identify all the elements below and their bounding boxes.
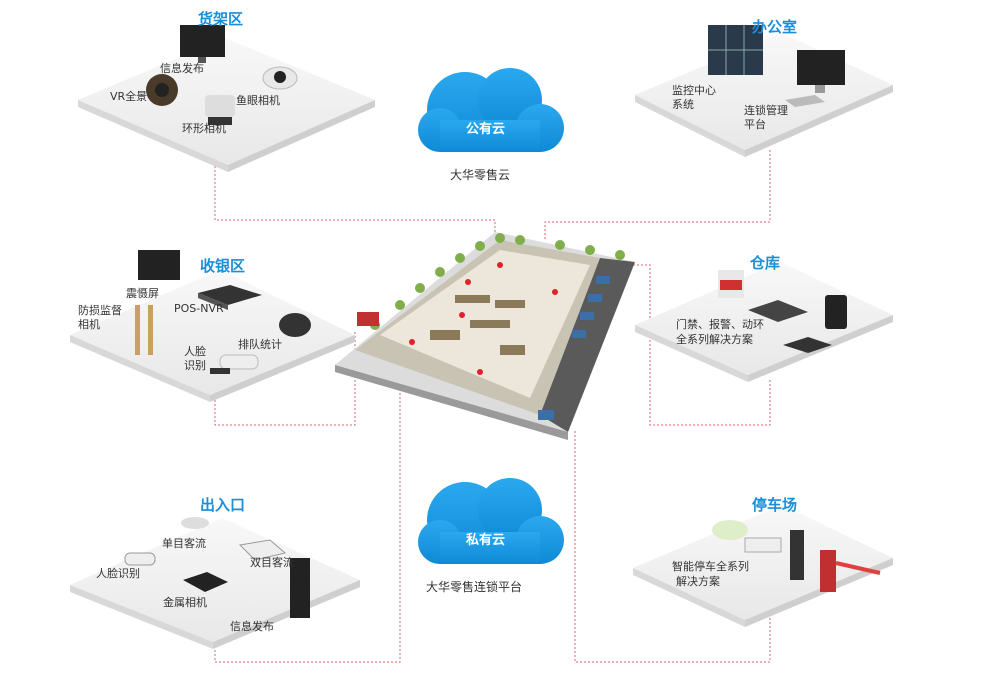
label-info-release: 信息发布 (160, 62, 204, 75)
label-loss-prevention: 防损监督 (78, 304, 122, 317)
monitor-icon (180, 25, 225, 63)
barrier-gate-icon (820, 550, 881, 592)
store-model (335, 232, 635, 440)
zone-title-warehouse: 仓库 (750, 254, 781, 272)
counter-camera-icon (181, 517, 209, 529)
keyboard-icon (785, 95, 825, 107)
label-info-publish: 信息发布 (230, 620, 274, 633)
label-system: 系统 (672, 98, 694, 111)
label-camera: 相机 (78, 318, 100, 331)
zone-title-shelf: 货架区 (198, 10, 244, 28)
fisheye-camera-icon (262, 66, 298, 90)
info-kiosk-icon (290, 558, 310, 618)
dvr-icon (783, 337, 832, 353)
zone-title-checkout: 收银区 (200, 257, 246, 275)
label-parking-solution: 解决方案 (676, 575, 720, 588)
cloud-private-shape (418, 478, 564, 564)
cloud-public-title: 公有云 (466, 122, 506, 137)
parking-terminal-icon (790, 530, 804, 580)
cloud-private-subtitle: 大华零售连锁平台 (426, 580, 523, 594)
platform-parking (633, 505, 893, 627)
zone-title-office: 办公室 (752, 18, 798, 36)
ring-camera-icon (205, 95, 235, 125)
label-platform: 平台 (744, 118, 766, 131)
label-metal-camera: 金属相机 (163, 596, 207, 609)
dome-camera-icon (279, 313, 311, 337)
label-recognition: 识别 (184, 359, 206, 372)
zone-title-parking: 停车场 (752, 496, 798, 514)
zone-title-entrance: 出入口 (200, 496, 246, 514)
label-single-counter: 单目客流 (162, 537, 206, 550)
controller-icon (748, 300, 808, 322)
lpr-camera-icon (712, 520, 782, 553)
platform-checkout (70, 270, 355, 402)
nvr-icon (198, 285, 262, 310)
label-face: 人脸 (184, 345, 206, 358)
face-camera-icon (210, 354, 259, 374)
loss-camera-icon (135, 305, 153, 355)
platform-warehouse (635, 262, 893, 382)
label-queue-count: 排队统计 (238, 338, 282, 351)
access-panel-icon (825, 295, 847, 329)
label-pos-nvr: POS-NVR (174, 302, 224, 315)
label-dual-counter: 双目客流 (250, 556, 294, 569)
label-deterrent-screen: 震慑屏 (126, 287, 159, 300)
cloud-private-title: 私有云 (466, 533, 506, 548)
cloud-public-shape (418, 68, 564, 152)
cloud-public-subtitle: 大华零售云 (450, 168, 511, 182)
vr-camera-icon (146, 74, 178, 106)
alarm-icon (718, 270, 744, 298)
label-full-solution: 全系列解决方案 (676, 333, 753, 346)
label-smart-parking: 智能停车全系列 (672, 560, 749, 573)
deterrent-screen-icon (138, 250, 180, 280)
label-face-recognition: 人脸识别 (96, 567, 140, 580)
pc-monitor-icon (797, 50, 845, 93)
label-monitor-center: 监控中心 (672, 84, 716, 97)
metal-camera-icon (183, 572, 228, 592)
label-access-alarm: 门禁、报警、动环 (676, 318, 764, 331)
label-vr-panorama: VR全景 (110, 90, 148, 103)
label-fisheye-camera: 鱼眼相机 (236, 94, 280, 107)
label-ring-camera: 环形相机 (182, 122, 226, 135)
label-chain-management: 连锁管理 (744, 104, 788, 117)
face-recognition-icon (124, 552, 156, 566)
binocular-camera-icon (238, 539, 287, 561)
